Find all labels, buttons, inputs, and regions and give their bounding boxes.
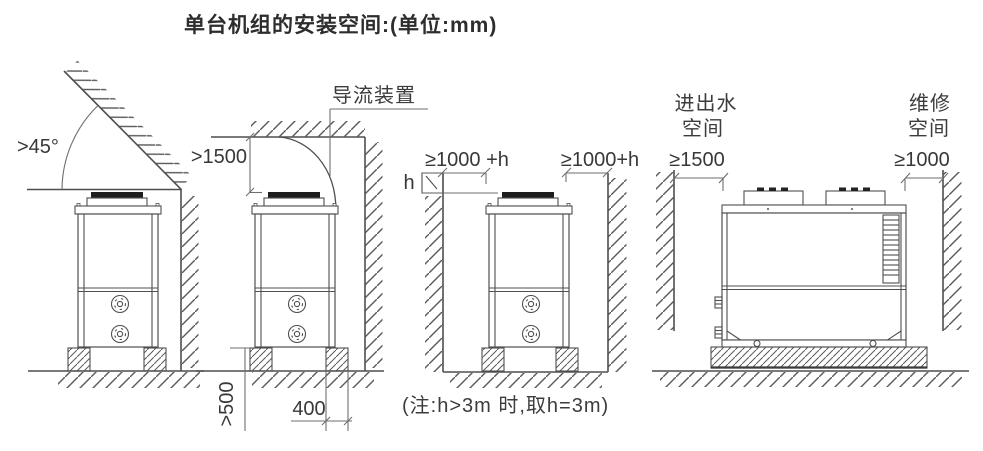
dimension-service-gap — [900, 172, 949, 191]
deflector-label: 导流装置 — [332, 84, 416, 107]
foundation-block — [325, 347, 349, 372]
ground — [443, 371, 608, 388]
water-space-label-1: 进出水 — [675, 92, 738, 115]
unit-drawing — [251, 191, 339, 348]
right-wall — [942, 170, 962, 331]
h-rule-note: (注:h>3m 时,取h=3m) — [402, 394, 609, 417]
foundation-block — [555, 347, 579, 372]
diagram-between-walls: h ≥1000 +h ≥1000+h — [402, 149, 639, 417]
water-gap-label: ≥1500 — [669, 149, 724, 171]
water-space-label-2: 空间 — [682, 117, 724, 140]
dimension-water-gap — [669, 172, 729, 191]
dimension-base-height — [230, 347, 250, 431]
eave-hatching — [63, 60, 193, 191]
service-gap-label: ≥1000 — [894, 149, 949, 171]
dimension-base-width — [291, 371, 353, 431]
base-width-label: 400 — [292, 398, 325, 420]
diagram-deflector: 导流装置 >1500 >500 — [191, 84, 428, 431]
base-height-label: >500 — [216, 381, 238, 426]
left-wall — [656, 170, 675, 331]
unit-drawing — [74, 191, 162, 348]
left-wall — [421, 172, 444, 372]
right-wall — [180, 189, 199, 371]
ground — [28, 370, 204, 388]
ground — [652, 370, 969, 387]
left-gap-label: ≥1000 +h — [425, 149, 509, 171]
wall-extra-label: h — [403, 172, 414, 194]
right-wall — [607, 173, 627, 372]
service-space-label-2: 空间 — [908, 117, 950, 140]
deflector-curve — [278, 136, 337, 212]
angle-arc — [61, 105, 98, 190]
deflector-leader — [329, 108, 428, 176]
fan-box — [825, 190, 886, 206]
service-space-label-1: 维修 — [909, 92, 951, 115]
right-wall — [364, 137, 383, 371]
dimension-left-gap — [422, 167, 498, 194]
ceiling — [211, 121, 365, 138]
pipe-connections — [714, 296, 723, 339]
unit-drawing — [485, 191, 573, 348]
side-louver — [882, 214, 900, 284]
top-gap-label: >1500 — [191, 146, 247, 168]
foundation-block — [67, 347, 91, 372]
foundation-slab — [710, 346, 928, 369]
foundation-block — [249, 347, 273, 372]
foundation-block — [481, 347, 505, 372]
dimension-top-gap — [245, 132, 262, 197]
foundation-block — [143, 347, 167, 372]
diagram-corner-45: >45° — [17, 60, 204, 388]
page-title: 单台机组的安装空间:(单位:mm) — [184, 13, 497, 37]
ground — [196, 370, 384, 388]
fan-motor-caps — [757, 187, 870, 191]
fan-box — [743, 190, 804, 206]
diagram-horizontal-unit: 进出水 空间 ≥1500 维修 空间 ≥1000 — [652, 92, 969, 387]
right-gap-label: ≥1000+h — [561, 149, 639, 171]
unit-drawing — [714, 187, 907, 348]
dimension-right-gap — [561, 167, 613, 182]
angle-label: >45° — [17, 136, 59, 158]
